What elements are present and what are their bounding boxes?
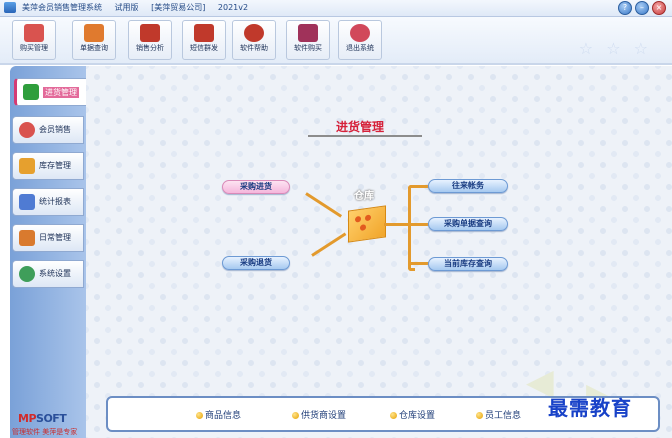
sidebar-item-settings[interactable]: 系统设置 [12, 260, 84, 288]
toolbar-button-purchase[interactable]: 购买管理 [12, 20, 56, 60]
toolbar-button-buy[interactable]: 软件购买 [286, 20, 330, 60]
company: [美萍贸易公司] [151, 3, 206, 12]
minimize-window-button[interactable]: – [635, 1, 649, 15]
sidebar-item-inventory[interactable]: 库存管理 [12, 152, 84, 180]
bullet-icon [476, 412, 483, 419]
bullet-icon [196, 412, 203, 419]
toolbar-button-label: 软件帮助 [240, 44, 268, 52]
logo-red: MP [18, 412, 37, 425]
toolbar-button-query[interactable]: 单据查询 [72, 20, 116, 60]
title-bar: 美萍会员销售管理系统 试用版 [美萍贸易公司] 2021v2 ? – × [0, 0, 672, 17]
warehouse-label: 仓库 [354, 191, 374, 202]
question-icon [244, 24, 264, 42]
bullet-icon [292, 412, 299, 419]
magnifier-icon [84, 24, 104, 42]
star-icon [19, 158, 35, 174]
main-panel: 进货管理 采购进货 采购退货 仓库 往来帐务 采购单据查询 当前库存查询 ◀ ▶… [86, 66, 672, 438]
connector-bracket [408, 185, 415, 271]
link-label: 商品信息 [205, 411, 242, 421]
app-name: 美萍会员销售管理系统 [22, 3, 102, 12]
sidebar-item-member-sales[interactable]: 会员销售 [12, 116, 84, 144]
purchase-in-button[interactable]: 采购进货 [222, 180, 290, 194]
toolbar-button-label: 销售分析 [136, 44, 164, 52]
person-icon [19, 122, 35, 138]
plus-icon [23, 84, 39, 100]
connector-line [411, 262, 429, 265]
sidebar-item-label: 日常管理 [39, 233, 71, 242]
toolbar-button-label: 软件购买 [294, 44, 322, 52]
toolbar-button-label: 单据查询 [80, 44, 108, 52]
sidebar: 进货管理 会员销售 库存管理 统计报表 日常管理 系统设置 [10, 66, 92, 438]
toolbar: 购买管理 单据查询 销售分析 短信群发 软件帮助 软件购买 退出系统 ☆ ☆ ☆ [0, 17, 672, 65]
mpsoft-logo: MPSOFT [18, 412, 67, 425]
toolbar-button-label: 购买管理 [20, 44, 48, 52]
link-warehouse-settings[interactable]: 仓库设置 [390, 408, 435, 421]
arrow-to-warehouse [305, 192, 343, 218]
slogan: 管理软件 美萍是专家 [12, 428, 78, 436]
link-label: 供货商设置 [301, 411, 347, 421]
title-underline [308, 135, 422, 137]
sidebar-item-reports[interactable]: 统计报表 [12, 188, 84, 216]
bar-chart-icon [140, 24, 160, 42]
toolbar-button-help[interactable]: 软件帮助 [232, 20, 276, 60]
sidebar-item-purchase[interactable]: 进货管理 [14, 78, 92, 106]
close-window-button[interactable]: × [652, 1, 666, 15]
link-label: 仓库设置 [399, 411, 436, 421]
edition: 试用版 [114, 3, 139, 12]
toolbar-button-label: 短信群发 [190, 44, 218, 52]
app-icon [4, 2, 16, 13]
accounts-button[interactable]: 往来帐务 [428, 179, 508, 193]
chart-icon [19, 194, 35, 210]
watermark-text: 最需教育 [548, 396, 632, 420]
bullet-icon [390, 412, 397, 419]
logo-blue: SOFT [36, 412, 67, 425]
toolbar-button-label: 退出系统 [346, 44, 374, 52]
warehouse-box-icon [348, 205, 386, 243]
sidebar-item-label: 库存管理 [39, 161, 71, 170]
window-title: 美萍会员销售管理系统 试用版 [美萍贸易公司] 2021v2 [22, 2, 258, 13]
link-label: 员工信息 [485, 411, 522, 421]
cart-icon [24, 24, 44, 42]
link-supplier-settings[interactable]: 供货商设置 [292, 408, 346, 421]
link-staff-info[interactable]: 员工信息 [476, 408, 521, 421]
connector-line [411, 185, 429, 188]
ticket-icon [298, 24, 318, 42]
decorative-stars: ☆ ☆ ☆ [578, 39, 652, 58]
stock-query-button[interactable]: 当前库存查询 [428, 257, 508, 271]
help-window-button[interactable]: ? [618, 1, 632, 15]
toolbar-button-exit[interactable]: 退出系统 [338, 20, 382, 60]
toolbar-button-analysis[interactable]: 销售分析 [128, 20, 172, 60]
page-title: 进货管理 [336, 120, 385, 134]
connector-line [411, 223, 429, 226]
purchase-doc-query-button[interactable]: 采购单据查询 [428, 217, 508, 231]
sidebar-item-label: 统计报表 [39, 197, 71, 206]
link-product-info[interactable]: 商品信息 [196, 408, 241, 421]
gear-icon [19, 266, 35, 282]
sidebar-item-label: 系统设置 [39, 269, 71, 278]
connector-line [384, 223, 410, 226]
sidebar-item-label: 进货管理 [43, 87, 79, 98]
bottom-link-bar: 商品信息 供货商设置 仓库设置 员工信息 [106, 396, 660, 432]
sidebar-item-label: 会员销售 [39, 125, 71, 134]
arrow-to-return [311, 232, 347, 257]
purchase-return-button[interactable]: 采购退货 [222, 256, 290, 270]
power-icon [350, 24, 370, 42]
sidebar-item-daily[interactable]: 日常管理 [12, 224, 84, 252]
toolbar-button-sms[interactable]: 短信群发 [182, 20, 226, 60]
version: 2021v2 [217, 3, 249, 12]
envelope-icon [194, 24, 214, 42]
tools-icon [19, 230, 35, 246]
